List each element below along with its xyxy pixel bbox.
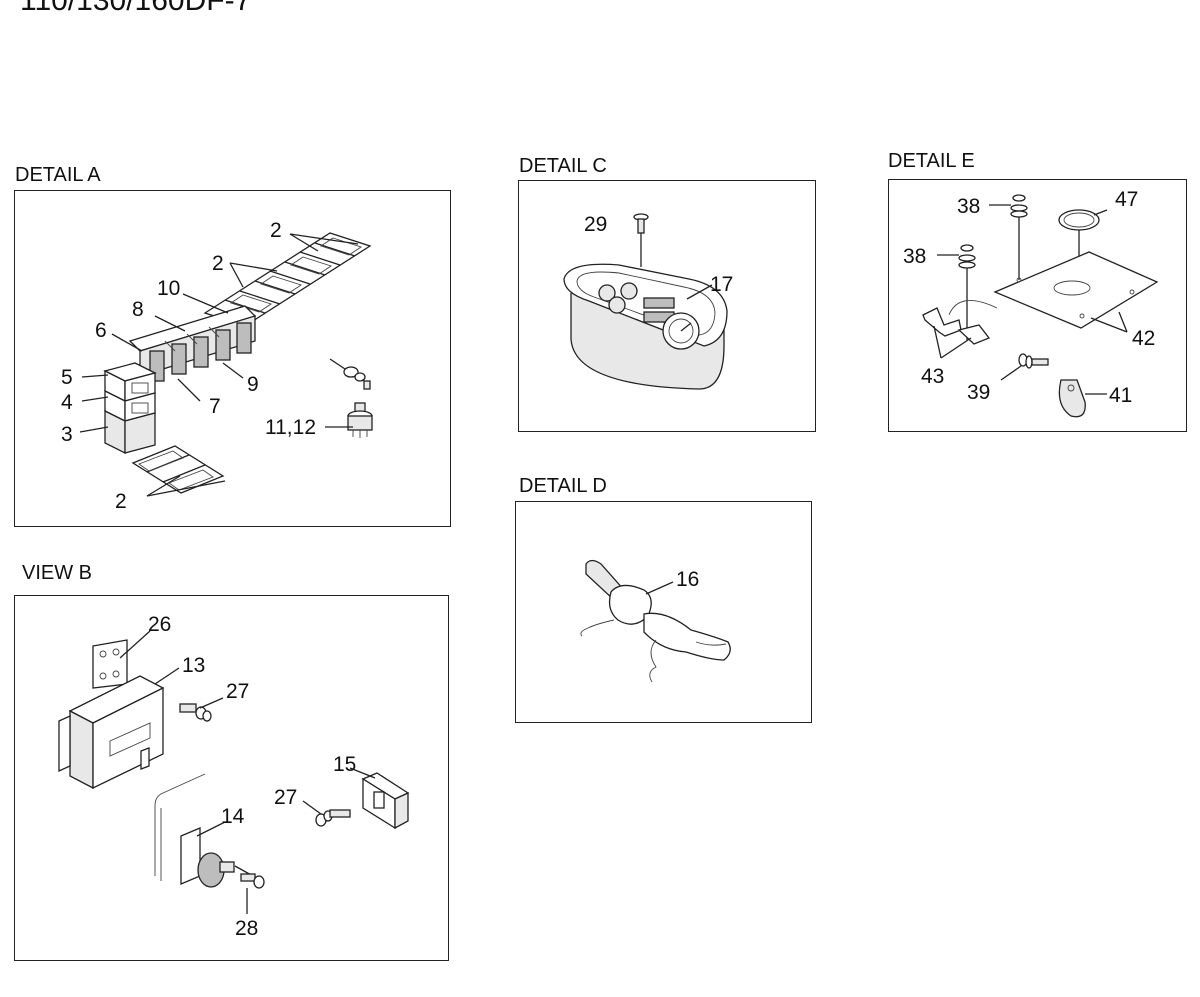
bolt-38-lower — [958, 244, 976, 340]
detail-c-drawing: 29 17 — [563, 213, 733, 390]
detail-c-panel: 29 17 — [518, 180, 816, 432]
buzzer-14 — [197, 852, 254, 888]
detail-a-drawing: 2 2 10 8 6 5 4 3 7 9 11,12 2 — [61, 219, 373, 513]
callout-6: 6 — [95, 319, 107, 342]
leader-16 — [645, 581, 674, 595]
view-b-panel: 26 13 27 15 27 14 28 — [14, 595, 449, 961]
callout-38-upper: 38 — [957, 195, 980, 218]
callout-8: 8 — [132, 298, 144, 321]
callout-14: 14 — [221, 805, 245, 828]
detail-d-drawing: 16 — [580, 559, 731, 683]
ignition-switch — [347, 402, 373, 438]
detail-a-leaders — [79, 233, 359, 497]
bracket-43 — [922, 300, 998, 345]
controller-13 — [58, 675, 165, 790]
callout-27-upper: 27 — [226, 680, 249, 703]
callout-4: 4 — [61, 391, 73, 414]
view-b-leaders — [119, 630, 376, 837]
switch-cover-strip-upper — [203, 232, 372, 327]
callout-26: 26 — [148, 613, 171, 636]
callout-29: 29 — [584, 213, 607, 236]
detail-d-panel: 16 — [515, 501, 812, 723]
view-b-drawing: 26 13 27 15 27 14 28 — [58, 613, 410, 940]
callout-43: 43 — [921, 365, 944, 388]
callout-7: 7 — [209, 395, 221, 418]
bolt-27-upper — [179, 703, 212, 722]
detail-a-panel: 2 2 10 8 6 5 4 3 7 9 11,12 2 — [14, 190, 451, 527]
switch-cover-strip-lower — [131, 445, 225, 494]
stacked-switch-housing — [103, 362, 157, 455]
callout-17: 17 — [710, 273, 733, 296]
detail-e-leaders — [933, 204, 1128, 395]
leader-17 — [686, 284, 713, 300]
bolt-28 — [240, 873, 265, 914]
callout-15: 15 — [333, 753, 356, 776]
detail-e-label: DETAIL E — [888, 150, 975, 172]
instrument-panel — [563, 263, 728, 390]
callout-27-lower: 27 — [274, 786, 297, 809]
clamp-41 — [1058, 379, 1086, 418]
callout-11-12: 11,12 — [265, 416, 316, 439]
bolt-38-upper — [1010, 194, 1028, 280]
callout-38-lower: 38 — [903, 245, 926, 268]
callout-3: 3 — [61, 423, 73, 446]
detail-e-drawing: 38 47 38 42 43 39 41 — [903, 188, 1159, 418]
callout-9: 9 — [247, 373, 259, 396]
callout-28: 28 — [235, 917, 258, 940]
detail-c-label: DETAIL C — [519, 155, 607, 177]
detail-e-panel: 38 47 38 42 43 39 41 — [888, 179, 1187, 432]
page-title: 110/130/160DF-7 — [20, 0, 252, 17]
bolt-39 — [1018, 353, 1049, 369]
callout-13: 13 — [182, 654, 205, 677]
callout-2-lower: 2 — [115, 490, 127, 513]
callout-16: 16 — [676, 568, 699, 591]
callout-5: 5 — [61, 366, 73, 389]
combination-switch-16 — [580, 559, 731, 683]
ignition-key — [329, 358, 371, 390]
detail-a-label: DETAIL A — [15, 164, 101, 186]
bracket-26 — [92, 639, 128, 689]
detail-d-label: DETAIL D — [519, 475, 607, 497]
callout-2-middle: 2 — [212, 252, 224, 275]
view-b-label: VIEW B — [22, 562, 93, 584]
callout-47: 47 — [1115, 188, 1138, 211]
cover-plate-42 — [993, 251, 1159, 329]
bolt-27-lower — [315, 809, 351, 827]
callout-2-upper: 2 — [270, 219, 282, 242]
callout-41: 41 — [1109, 384, 1132, 407]
relay-15 — [361, 772, 410, 830]
rocker-switch-bank — [128, 305, 257, 382]
screw-29 — [633, 213, 649, 267]
callout-39: 39 — [967, 381, 990, 404]
callout-42: 42 — [1132, 327, 1155, 350]
callout-10: 10 — [157, 277, 180, 300]
